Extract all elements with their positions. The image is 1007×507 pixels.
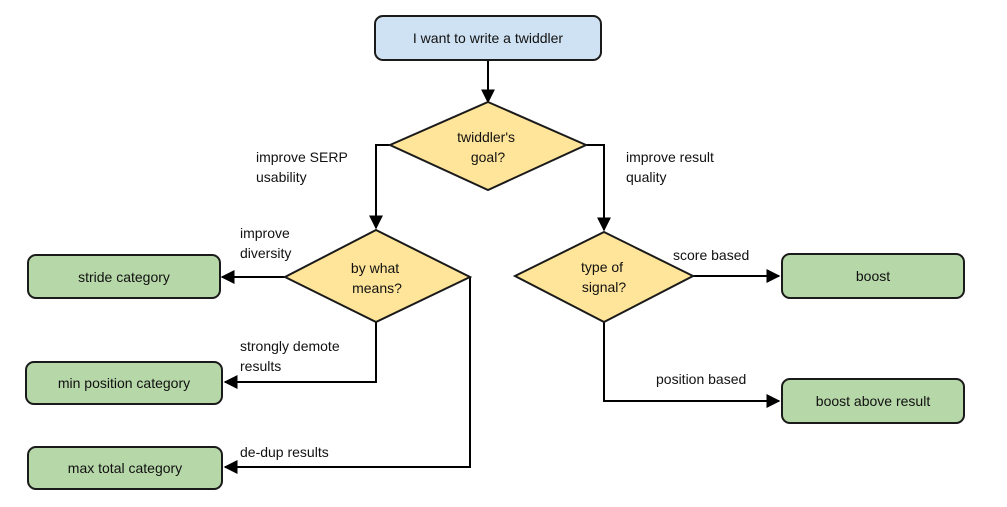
boost-box bbox=[781, 253, 965, 299]
edge-means-to-min-position bbox=[223, 322, 377, 389]
label-improve-diversity: improve diversity bbox=[240, 225, 294, 261]
max-total-label: max total category bbox=[68, 460, 182, 476]
node-min-position-category: min position category bbox=[25, 361, 223, 405]
label-strongly-demote-results: strongly demote results bbox=[240, 338, 344, 374]
label-position-based: position based bbox=[656, 371, 746, 387]
edge-signal-to-boost-above bbox=[603, 322, 781, 408]
means-label: by what means? bbox=[351, 260, 403, 296]
node-stride-category: stride category bbox=[27, 254, 221, 299]
goal-diamond bbox=[387, 100, 589, 192]
boost-above-label: boost above result bbox=[816, 393, 931, 409]
signal-diamond bbox=[512, 230, 696, 324]
max-total-box bbox=[27, 446, 223, 490]
edge-goal-to-means bbox=[369, 144, 390, 230]
signal-label: type of signal? bbox=[581, 259, 627, 295]
start-box bbox=[374, 15, 602, 61]
edge-goal-to-signal bbox=[586, 144, 611, 232]
goal-label: twiddler's goal? bbox=[457, 129, 519, 165]
edges bbox=[220, 61, 781, 474]
edge-means-to-max-total bbox=[223, 277, 471, 474]
label-improve-serp-usability: improve SERP usability bbox=[256, 149, 351, 185]
edge-labels: improve SERP usability improve result qu… bbox=[240, 149, 749, 460]
node-max-total-category: max total category bbox=[27, 446, 223, 490]
node-boost: boost bbox=[781, 253, 965, 299]
stride-box bbox=[27, 254, 221, 299]
min-position-box bbox=[25, 361, 223, 405]
node-goal-decision: twiddler's goal? bbox=[387, 100, 589, 192]
min-position-label: min position category bbox=[58, 375, 190, 391]
node-start: I want to write a twiddler bbox=[374, 15, 602, 61]
label-score-based: score based bbox=[673, 247, 749, 263]
stride-label: stride category bbox=[78, 269, 170, 285]
means-diamond bbox=[282, 228, 473, 324]
node-boost-above-result: boost above result bbox=[781, 378, 965, 424]
label-improve-result-quality: improve result quality bbox=[626, 149, 718, 185]
boost-above-box bbox=[781, 378, 965, 424]
label-de-dup-results: de-dup results bbox=[240, 444, 329, 460]
boost-label: boost bbox=[856, 268, 890, 284]
node-signal-decision: type of signal? bbox=[512, 230, 696, 324]
start-label: I want to write a twiddler bbox=[413, 30, 564, 46]
node-means-decision: by what means? bbox=[282, 228, 473, 324]
